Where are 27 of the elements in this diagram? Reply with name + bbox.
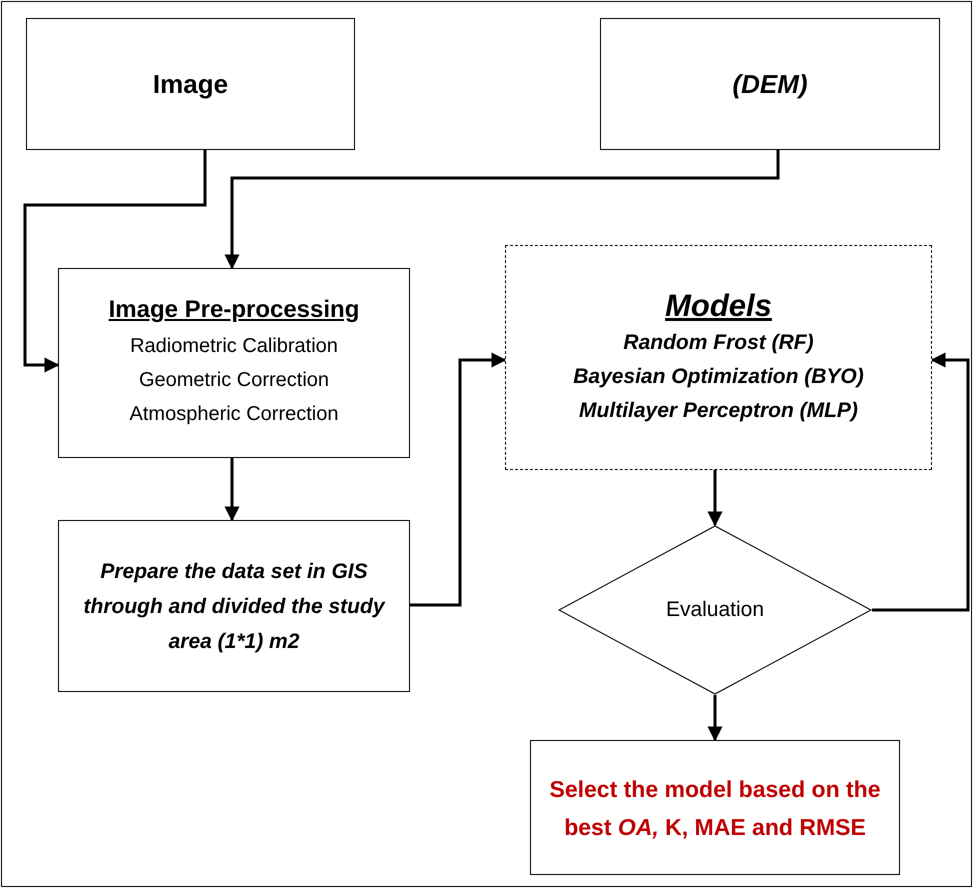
- list-item: Random Frost (RF): [623, 330, 814, 356]
- arrow: [24, 150, 206, 372]
- list-item: Multilayer Perceptron (MLP): [579, 398, 858, 424]
- arrow: [708, 470, 722, 526]
- node-text: (DEM): [732, 68, 808, 100]
- node-text: Prepare the data set in GIS through and divided the study area (1*1) m2: [82, 558, 386, 654]
- node-text: Image: [152, 68, 228, 100]
- process-box: [58, 268, 410, 458]
- list-item: Radiometric Calibration: [130, 334, 338, 359]
- arrow: [708, 695, 722, 742]
- node-text: Select the model based on the best OA, K, MAE and RMSE: [548, 774, 882, 842]
- arrow: [224, 150, 780, 270]
- list-item: Atmospheric Correction: [130, 402, 338, 427]
- process-box: [58, 520, 410, 692]
- box-heading: Models: [665, 287, 772, 326]
- box-heading: Image Pre-processing: [108, 295, 360, 325]
- node-text: Evaluation: [666, 597, 764, 624]
- group-box: [505, 245, 932, 470]
- process-box: [600, 18, 940, 150]
- list-item: Bayesian Optimization (BYO): [573, 364, 864, 390]
- arrow: [410, 352, 506, 606]
- decision-diamond: [558, 525, 872, 695]
- arrow: [224, 458, 240, 522]
- list-item: Geometric Correction: [138, 368, 330, 393]
- process-box: [26, 18, 355, 150]
- arrow: [872, 352, 970, 612]
- process-box: [530, 740, 900, 875]
